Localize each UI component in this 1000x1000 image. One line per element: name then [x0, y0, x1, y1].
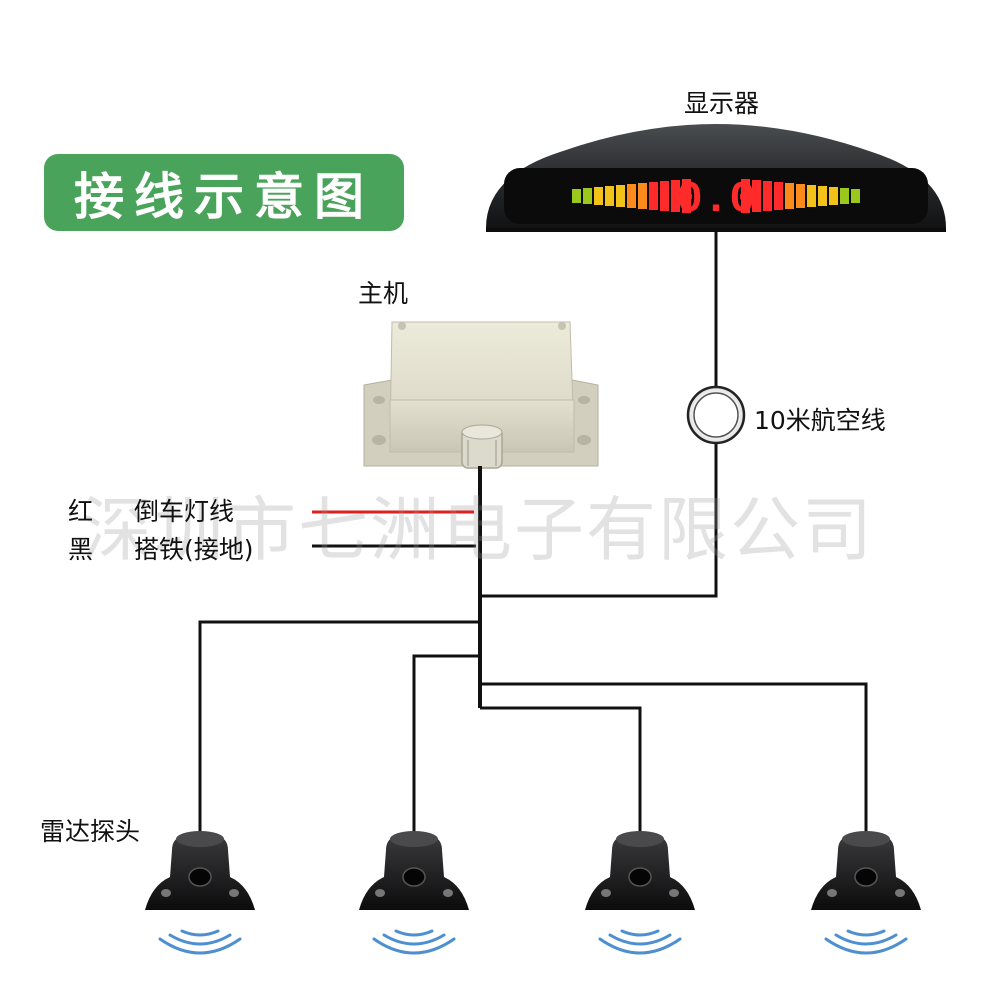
led-bar-segment — [818, 186, 827, 206]
signal-wave-icon — [372, 929, 456, 955]
aviation-cable-label: 10米航空线 — [754, 406, 886, 435]
led-bar-segment — [649, 182, 658, 210]
led-bar-segment — [638, 183, 647, 209]
led-bar-segment — [851, 189, 860, 203]
page-title: 接线示意图 — [44, 154, 404, 231]
led-bar-segment — [752, 180, 761, 212]
led-bar-segment — [627, 184, 636, 208]
probe-4-cable — [480, 682, 868, 842]
led-bar-segment — [774, 182, 783, 210]
led-bar-segment — [572, 189, 581, 203]
led-bar-segment — [785, 183, 794, 209]
wire-network — [198, 232, 868, 842]
host-box-icon — [363, 321, 599, 469]
red-wire-desc: 倒车灯线 — [134, 497, 235, 526]
signal-wave-icon — [158, 929, 242, 955]
red-wire-label: 红 — [68, 497, 94, 526]
led-bar-segment — [660, 181, 669, 211]
display-label: 显示器 — [684, 89, 760, 118]
signal-wave-icon — [598, 929, 682, 955]
signal-wave-icon — [824, 929, 908, 955]
host-label: 主机 — [358, 279, 409, 308]
display-cable-lower — [480, 440, 718, 598]
led-bar-segment — [605, 186, 614, 206]
display-icon: 0.0 — [486, 124, 946, 232]
led-bar-segment — [616, 185, 625, 207]
black-wire-label: 黑 — [68, 535, 94, 564]
connector-ring-icon — [686, 385, 746, 445]
radar-probe-icon — [584, 830, 696, 911]
probe-1-cable — [198, 620, 480, 842]
led-bar-segment — [840, 188, 849, 204]
led-bar-segment — [594, 187, 603, 205]
led-bar-segment — [671, 180, 680, 212]
display-readout: 0.0 — [676, 175, 755, 225]
led-bar-segment — [829, 187, 838, 205]
led-bar-segment — [583, 188, 592, 204]
probe-3-cable — [480, 706, 642, 842]
led-bar-segment — [796, 184, 805, 208]
led-bar-segment — [741, 179, 750, 213]
black-wire-desc: 搭铁(接地) — [134, 535, 254, 564]
probe-2-cable — [412, 654, 480, 842]
radar-probe-icon — [144, 830, 256, 911]
radar-probe-icon — [810, 830, 922, 911]
led-bar-segment — [682, 179, 691, 213]
radar-probe-label: 雷达探头 — [40, 817, 141, 846]
radar-probe-icon — [358, 830, 470, 911]
led-bar-segment — [807, 185, 816, 207]
led-bar-segment — [763, 181, 772, 211]
